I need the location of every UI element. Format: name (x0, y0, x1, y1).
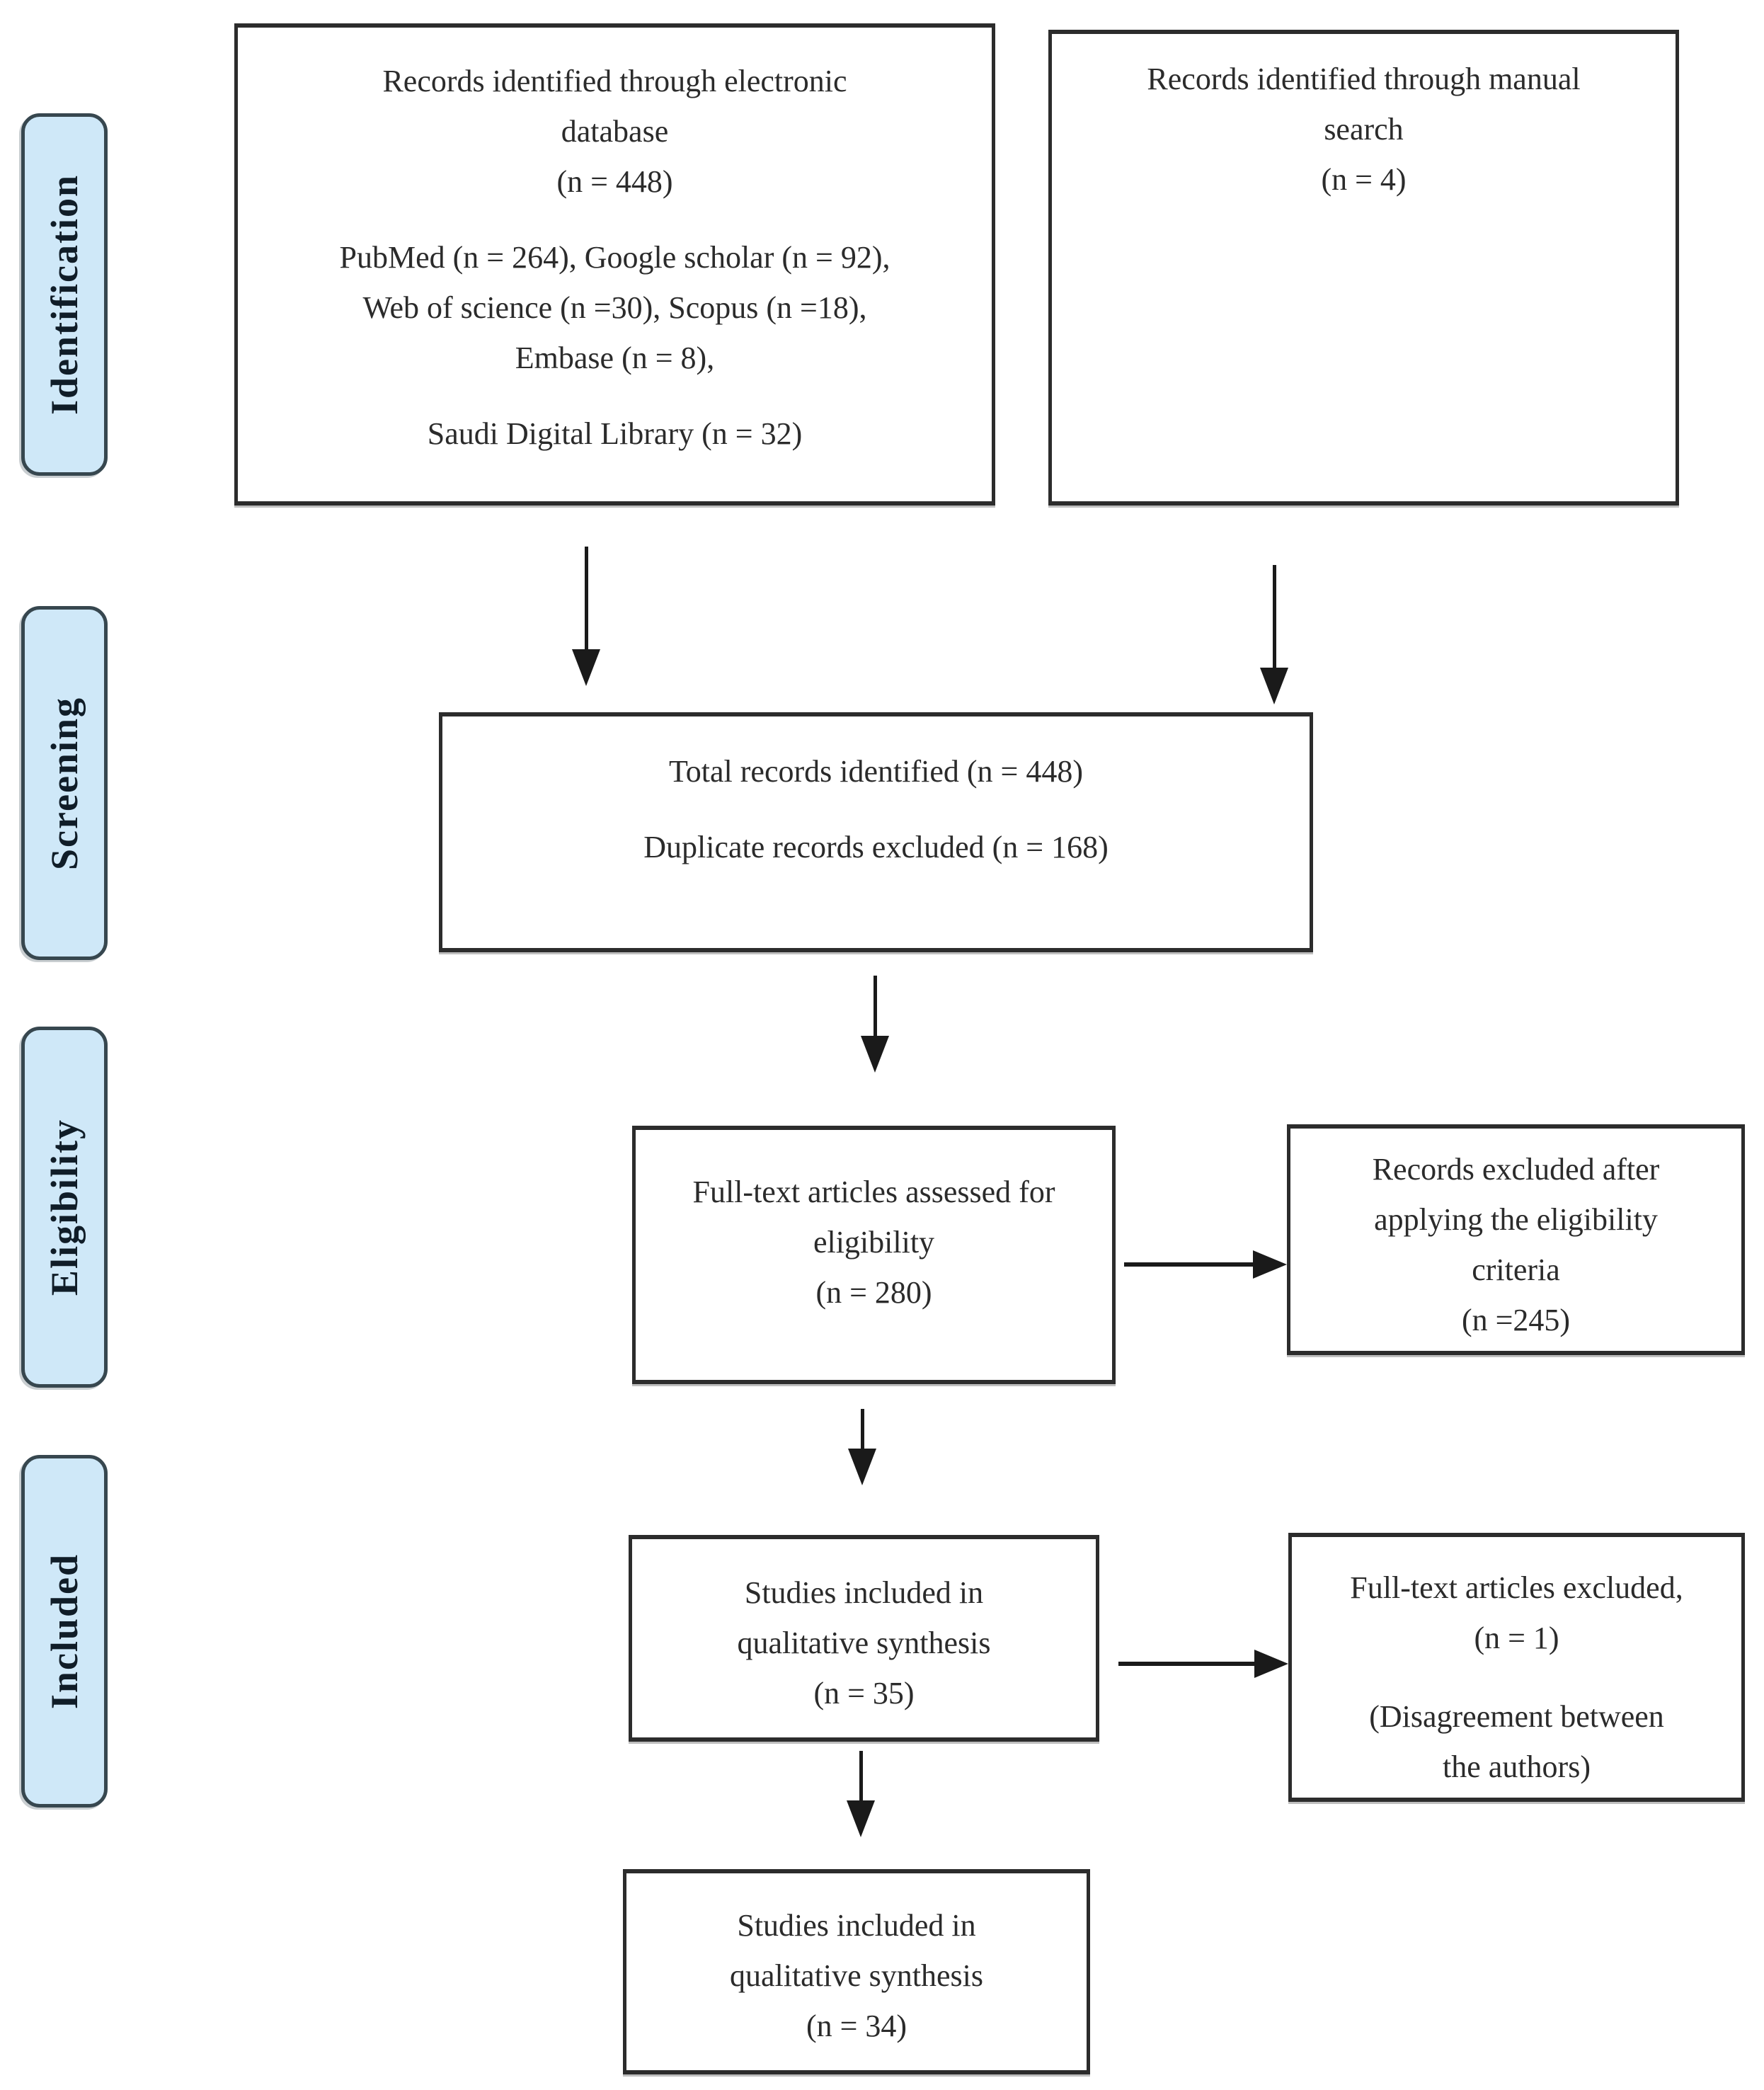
stage-label-eligibility-text: Eligibility (43, 1118, 86, 1296)
box-fulltext-excluded-group1: Full-text articles excluded, (n = 1) (1292, 1563, 1741, 1663)
box-line: (n =245) (1461, 1303, 1571, 1337)
box-line: (n = 448) (556, 164, 673, 199)
stage-label-included: Included (21, 1455, 108, 1808)
arrow-included-to-fulltext-excluded (1118, 1650, 1288, 1678)
arrow-manual-to-screening (1260, 565, 1288, 704)
box-electronic-database-group3: Saudi Digital Library (n = 32) (238, 409, 992, 459)
box-line: qualitative synthesis (729, 1958, 984, 1993)
stage-label-screening-text: Screening (43, 696, 86, 870)
box-line: eligibility (813, 1225, 935, 1260)
arrow-head (847, 1800, 875, 1837)
arrow-shaft (584, 547, 588, 649)
stage-label-identification: Identification (21, 113, 108, 476)
box-line: database (561, 114, 669, 149)
box-line: the authors) (1443, 1749, 1591, 1784)
box-fulltext-excluded-group2: (Disagreement between the authors) (1292, 1691, 1741, 1792)
box-line: (n = 1) (1474, 1621, 1559, 1655)
arrow-shaft (860, 1409, 864, 1449)
box-line: qualitative synthesis (737, 1626, 991, 1660)
arrow-shaft (859, 1751, 863, 1800)
arrow-head (848, 1449, 876, 1485)
box-line: (n = 4) (1321, 162, 1407, 197)
arrow-assessed-to-excluded (1124, 1250, 1287, 1279)
stage-label-screening: Screening (21, 606, 108, 960)
arrow-electronic-to-screening (572, 547, 600, 686)
arrow-shaft (873, 976, 877, 1036)
box-line: (n = 34) (806, 2009, 907, 2043)
box-line: Records excluded after (1372, 1152, 1660, 1187)
box-screening-totals: Total records identified (n = 448) Dupli… (439, 712, 1313, 952)
stage-label-included-text: Included (43, 1553, 86, 1710)
box-line: Embase (n = 8), (515, 341, 715, 375)
arrow-head (1254, 1650, 1288, 1678)
box-qualitative-synthesis-34: Studies included in qualitative synthesi… (623, 1869, 1090, 2074)
arrow-shaft (1272, 565, 1276, 668)
box-line: Full-text articles excluded, (1350, 1570, 1683, 1605)
box-line: Studies included in (744, 1575, 984, 1610)
box-line: Full-text articles assessed for (692, 1175, 1055, 1209)
box-fulltext-assessed: Full-text articles assessed for eligibil… (632, 1126, 1116, 1384)
box-line: Web of science (n =30), Scopus (n =18), (362, 290, 867, 325)
stage-label-eligibility: Eligibility (21, 1027, 108, 1388)
box-line: criteria (1472, 1252, 1560, 1287)
arrow-screening-to-eligibility (861, 976, 889, 1073)
arrow-head (572, 649, 600, 686)
box-line: PubMed (n = 264), Google scholar (n = 92… (339, 240, 890, 275)
box-electronic-database-group1: Records identified through electronic da… (238, 56, 992, 207)
box-line: Records identified through manual (1147, 62, 1581, 96)
box-line: search (1324, 112, 1404, 147)
arrow-shaft (1124, 1262, 1253, 1267)
box-line: Studies included in (737, 1908, 976, 1943)
box-records-excluded: Records excluded after applying the elig… (1287, 1124, 1745, 1355)
box-line: (n = 35) (813, 1676, 915, 1711)
box-line: applying the eligibility (1374, 1202, 1658, 1237)
box-line: (Disagreement between (1369, 1699, 1664, 1734)
box-line: Saudi Digital Library (n = 32) (427, 416, 803, 451)
box-electronic-database: Records identified through electronic da… (234, 23, 995, 506)
box-manual-search: Records identified through manual search… (1048, 30, 1679, 506)
arrow-eligibility-to-included (848, 1409, 876, 1485)
box-line: Duplicate records excluded (n = 168) (643, 830, 1109, 864)
box-line: Records identified through electronic (382, 64, 847, 98)
arrow-head (1260, 668, 1288, 704)
box-line: Total records identified (n = 448) (669, 754, 1083, 789)
box-electronic-database-group2: PubMed (n = 264), Google scholar (n = 92… (238, 232, 992, 383)
stage-label-identification-text: Identification (43, 173, 86, 415)
arrow-to-final-synthesis (847, 1751, 875, 1837)
box-fulltext-excluded: Full-text articles excluded, (n = 1) (Di… (1288, 1533, 1745, 1802)
box-line: (n = 280) (815, 1275, 932, 1310)
arrow-shaft (1118, 1662, 1254, 1666)
arrow-head (1253, 1250, 1287, 1279)
arrow-head (861, 1036, 889, 1073)
box-qualitative-synthesis-35: Studies included in qualitative synthesi… (629, 1535, 1099, 1742)
